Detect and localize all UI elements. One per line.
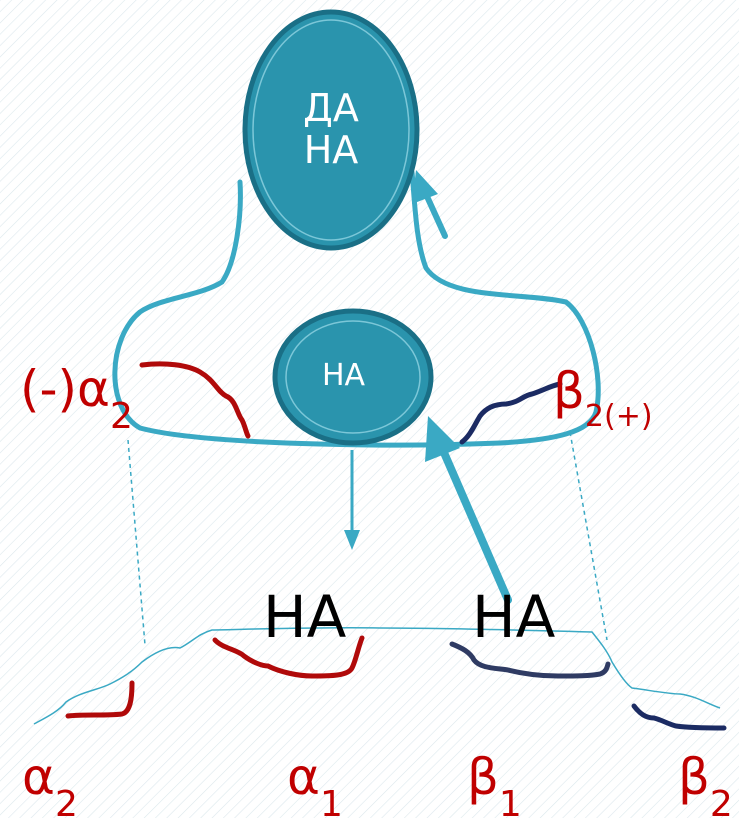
bottom-alpha1-main: α xyxy=(287,748,320,806)
bottom-beta1-main: β xyxy=(467,748,499,806)
top-node-label: ДА НА xyxy=(271,86,391,172)
beta2-receptor-line xyxy=(459,381,563,445)
bottom-beta2-main: β xyxy=(678,748,710,806)
middle-node-label: НА xyxy=(322,358,366,393)
uptake-arrow-head xyxy=(425,416,460,462)
ha-label-left: НА xyxy=(263,583,347,651)
alpha2-side-label: (-)α2 xyxy=(20,364,133,435)
bottom-alpha1-sub: 1 xyxy=(319,784,343,818)
beta1-lower-receptor xyxy=(449,641,611,679)
alpha1-lower-receptor xyxy=(212,635,365,679)
feedback-arrow-shaft xyxy=(422,189,448,239)
uptake-arrow-shaft xyxy=(438,444,512,604)
dashed-line-left xyxy=(127,439,146,646)
beta2-side-label: β2(+) xyxy=(553,366,653,432)
beta2-side-sub: 2(+) xyxy=(584,399,653,434)
release-arrow-head xyxy=(344,530,360,550)
bottom-label-beta1: β1 xyxy=(467,752,522,818)
bottom-beta1-sub: 1 xyxy=(498,784,522,818)
bottom-label-beta2: β2 xyxy=(678,752,733,818)
top-node-inner-ring xyxy=(252,19,410,241)
bottom-label-alpha1: α1 xyxy=(287,752,343,818)
alpha2-lower-receptor xyxy=(65,680,135,719)
alpha2-side-main: (-)α xyxy=(20,360,111,418)
bottom-beta2-sub: 2 xyxy=(709,784,733,818)
top-node-line1: ДА xyxy=(303,86,359,130)
beta2-side-main: β xyxy=(553,362,585,420)
bottom-label-alpha2: α2 xyxy=(22,752,78,818)
alpha2-receptor-line xyxy=(139,361,251,439)
bottom-alpha2-main: α xyxy=(22,748,55,806)
bottom-alpha2-sub: 2 xyxy=(54,784,78,818)
alpha2-side-sub: 2 xyxy=(110,396,133,437)
dashed-line-right xyxy=(569,431,608,641)
lower-membrane-line xyxy=(33,626,721,725)
feedback-arrow-head xyxy=(412,170,438,204)
ha-label-right: НА xyxy=(472,583,556,651)
top-node-line2: НА xyxy=(303,127,359,172)
middle-node xyxy=(272,308,434,446)
beta2-lower-receptor xyxy=(631,703,727,731)
top-node xyxy=(242,9,420,251)
middle-node-inner-ring xyxy=(285,320,421,434)
